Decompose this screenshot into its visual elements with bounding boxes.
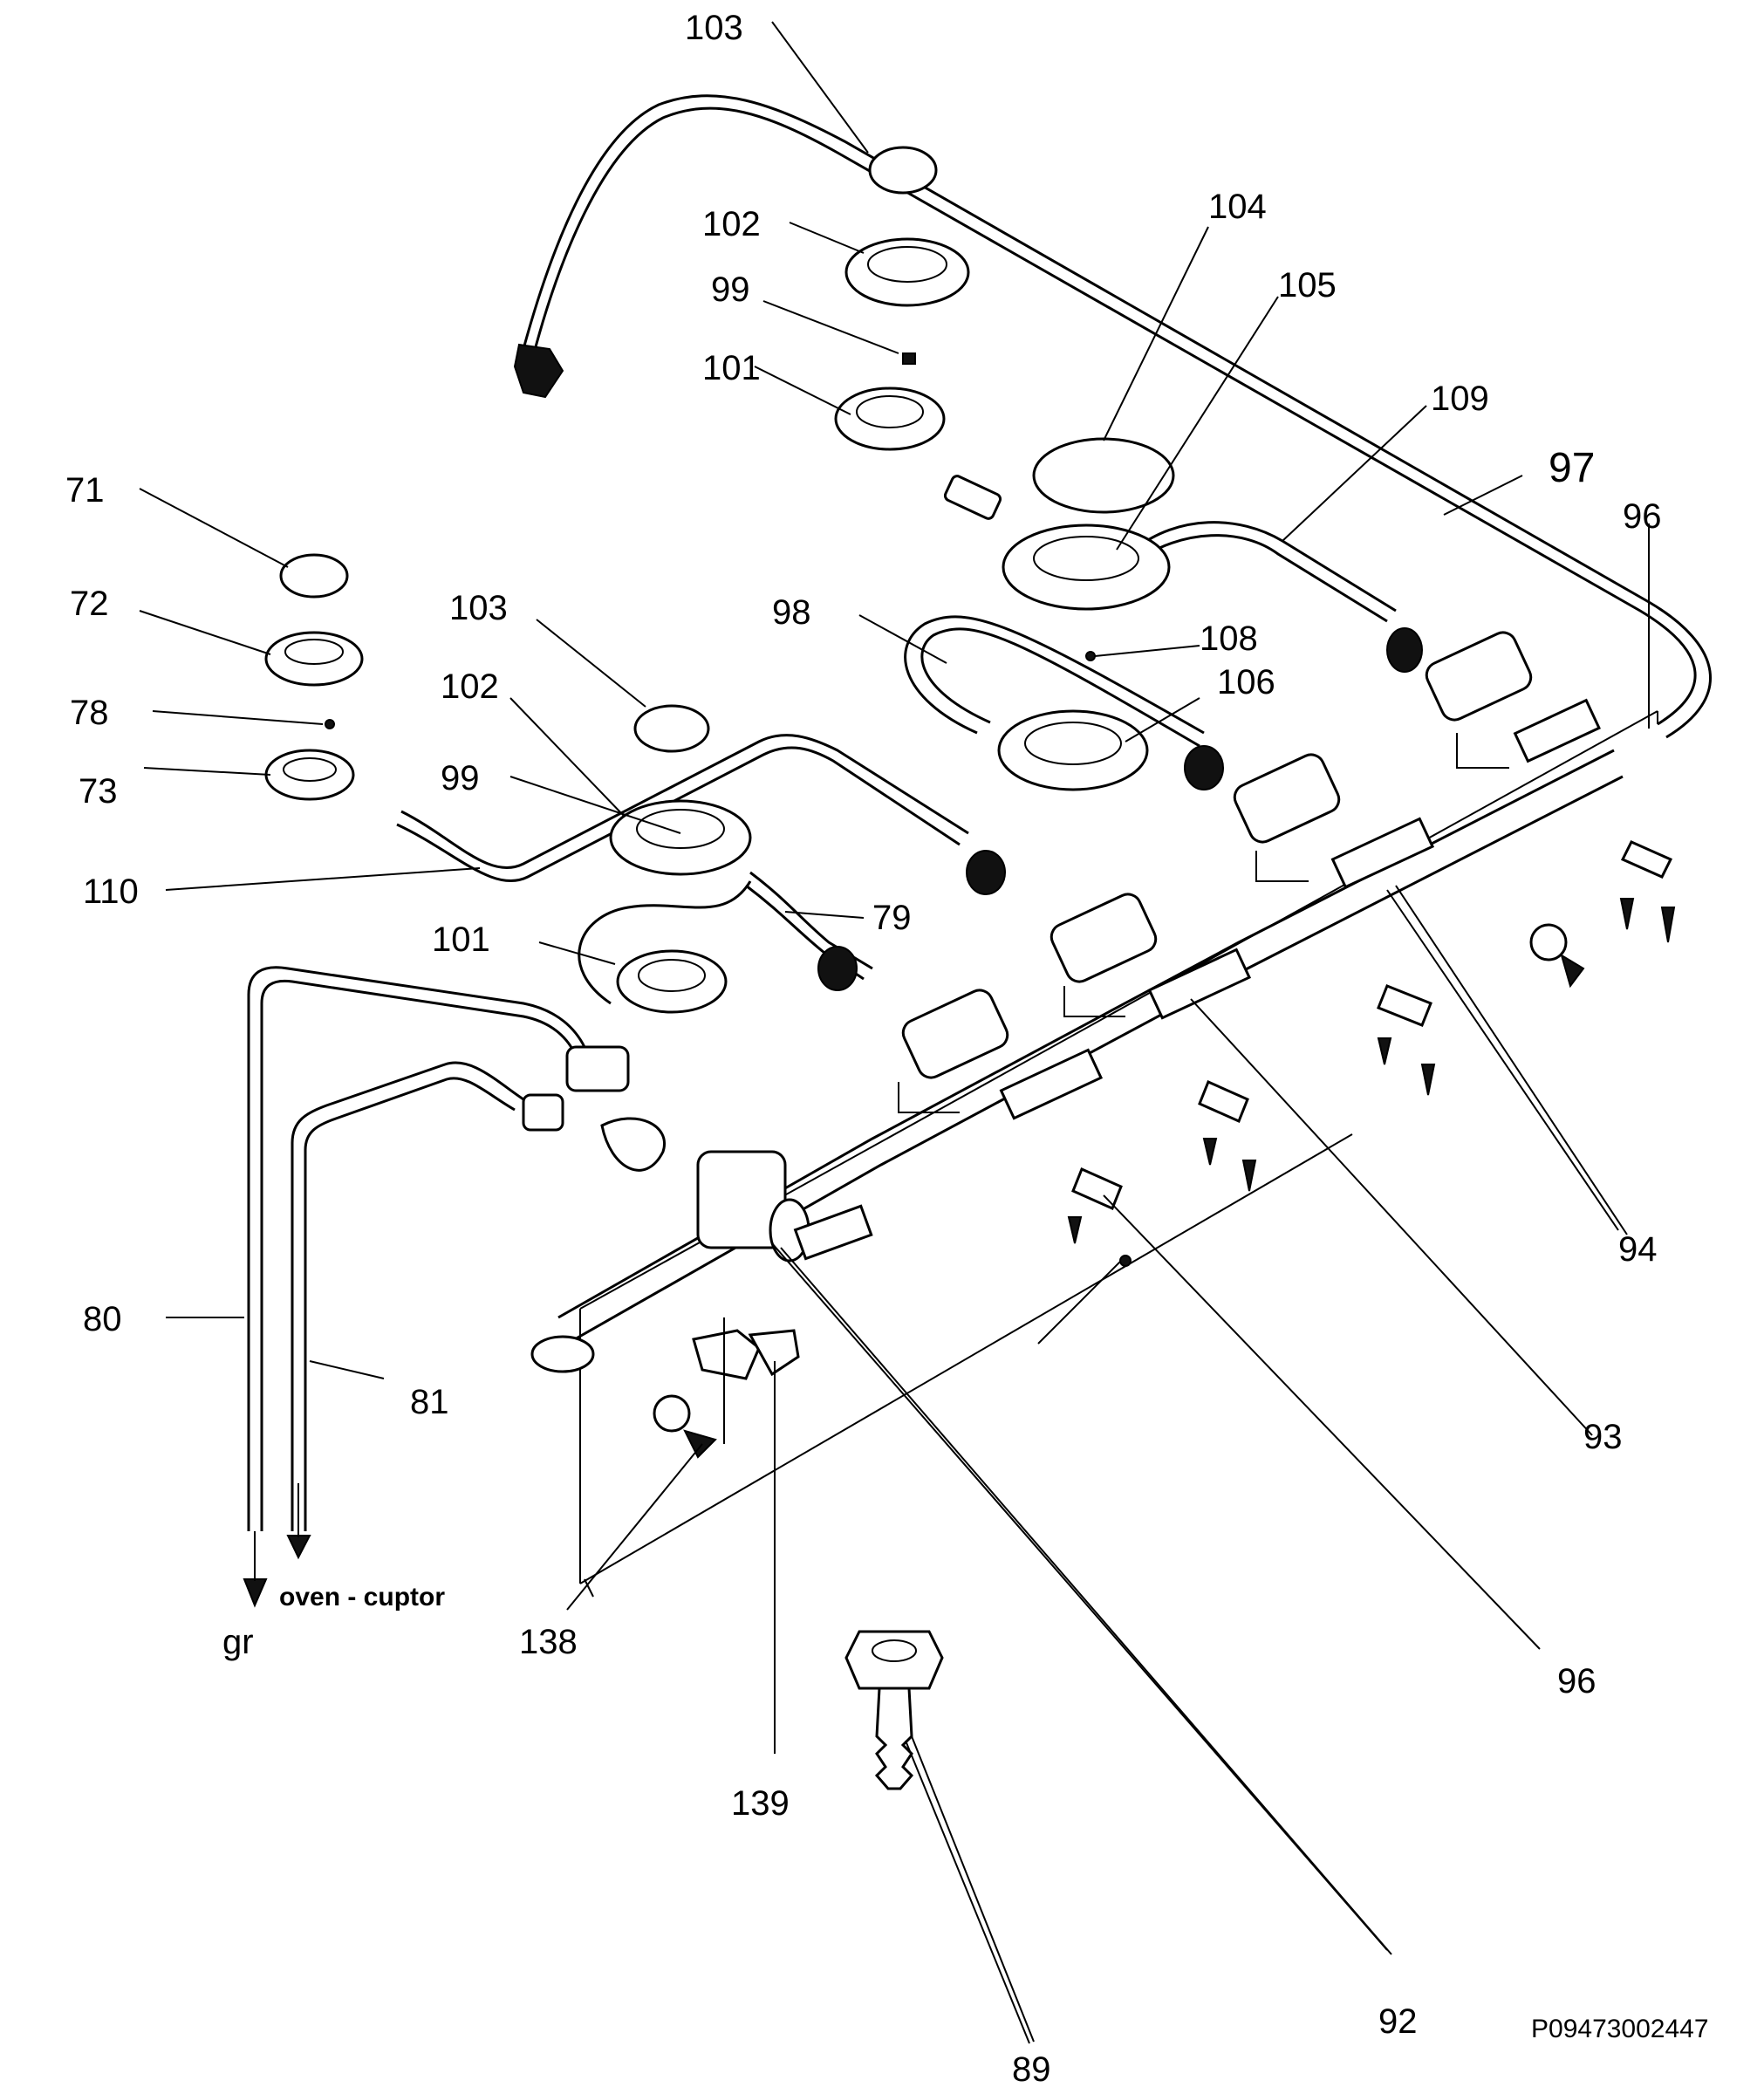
callout-79: 79 [872,899,912,937]
callout-138: 138 [519,1623,578,1661]
callout-102-top: 102 [702,205,761,243]
burner-head-102-top [844,237,970,307]
callout-104: 104 [1208,188,1267,226]
pipe-label-grill: gr [222,1623,254,1661]
callout-103-mid: 103 [449,589,508,627]
callout-81: 81 [410,1383,449,1421]
valve-left-oven [522,1045,873,1263]
callout-101-top: 101 [702,349,761,387]
burner-cap-71 [279,553,349,599]
burner-base-101-top [834,387,946,451]
callout-103-top: 103 [685,9,743,47]
callout-110: 110 [83,872,139,911]
callout-80: 80 [83,1300,122,1338]
burner-head-105 [1002,524,1171,611]
burner-cap-104 [1032,437,1175,514]
gas-pipes [243,94,1712,1608]
burner-cap-103-top [868,146,938,195]
callout-98: 98 [772,593,811,632]
burner-cap-103-mid [633,704,710,753]
burner-head-102-mid [609,799,752,876]
callout-105: 105 [1278,266,1337,305]
callout-101-mid: 101 [432,920,490,959]
valve-middle [966,850,1252,1020]
burner-parts [264,146,1676,1790]
callout-109: 109 [1431,380,1489,418]
callout-78: 78 [70,694,109,732]
clips-and-screws [1067,840,1676,1267]
valve-middle-right [1184,745,1435,889]
callout-102-mid: 102 [441,667,499,706]
callout-89: 89 [1012,2050,1051,2089]
callout-99-mid: 99 [441,759,480,797]
gas-valves [522,627,1601,1263]
callout-108: 108 [1200,619,1258,658]
callout-72: 72 [70,585,109,623]
part-139-clip [748,1329,800,1377]
callout-96-bottom: 96 [1557,1662,1596,1701]
valve-middle-left [817,946,1104,1120]
callout-71: 71 [65,471,105,510]
callout-99-top: 99 [711,270,750,309]
callout-97: 97 [1549,445,1595,491]
callout-139: 139 [731,1784,790,1823]
leader-lines [139,21,1650,2044]
callout-93: 93 [1583,1418,1623,1456]
callout-labels: 103 102 99 101 104 105 109 97 96 71 72 7… [65,9,1709,2089]
gas-inlet-fitting-89 [844,1630,944,1790]
reference-code: P09473002447 [1531,2015,1709,2043]
callout-96-top: 96 [1623,497,1662,536]
callout-94: 94 [1618,1230,1658,1269]
callout-106: 106 [1217,663,1275,701]
callout-73: 73 [79,772,118,811]
pipe-label-oven: oven - cuptor [279,1583,445,1612]
valve-right [1386,627,1601,769]
callout-92: 92 [1378,2002,1418,2041]
